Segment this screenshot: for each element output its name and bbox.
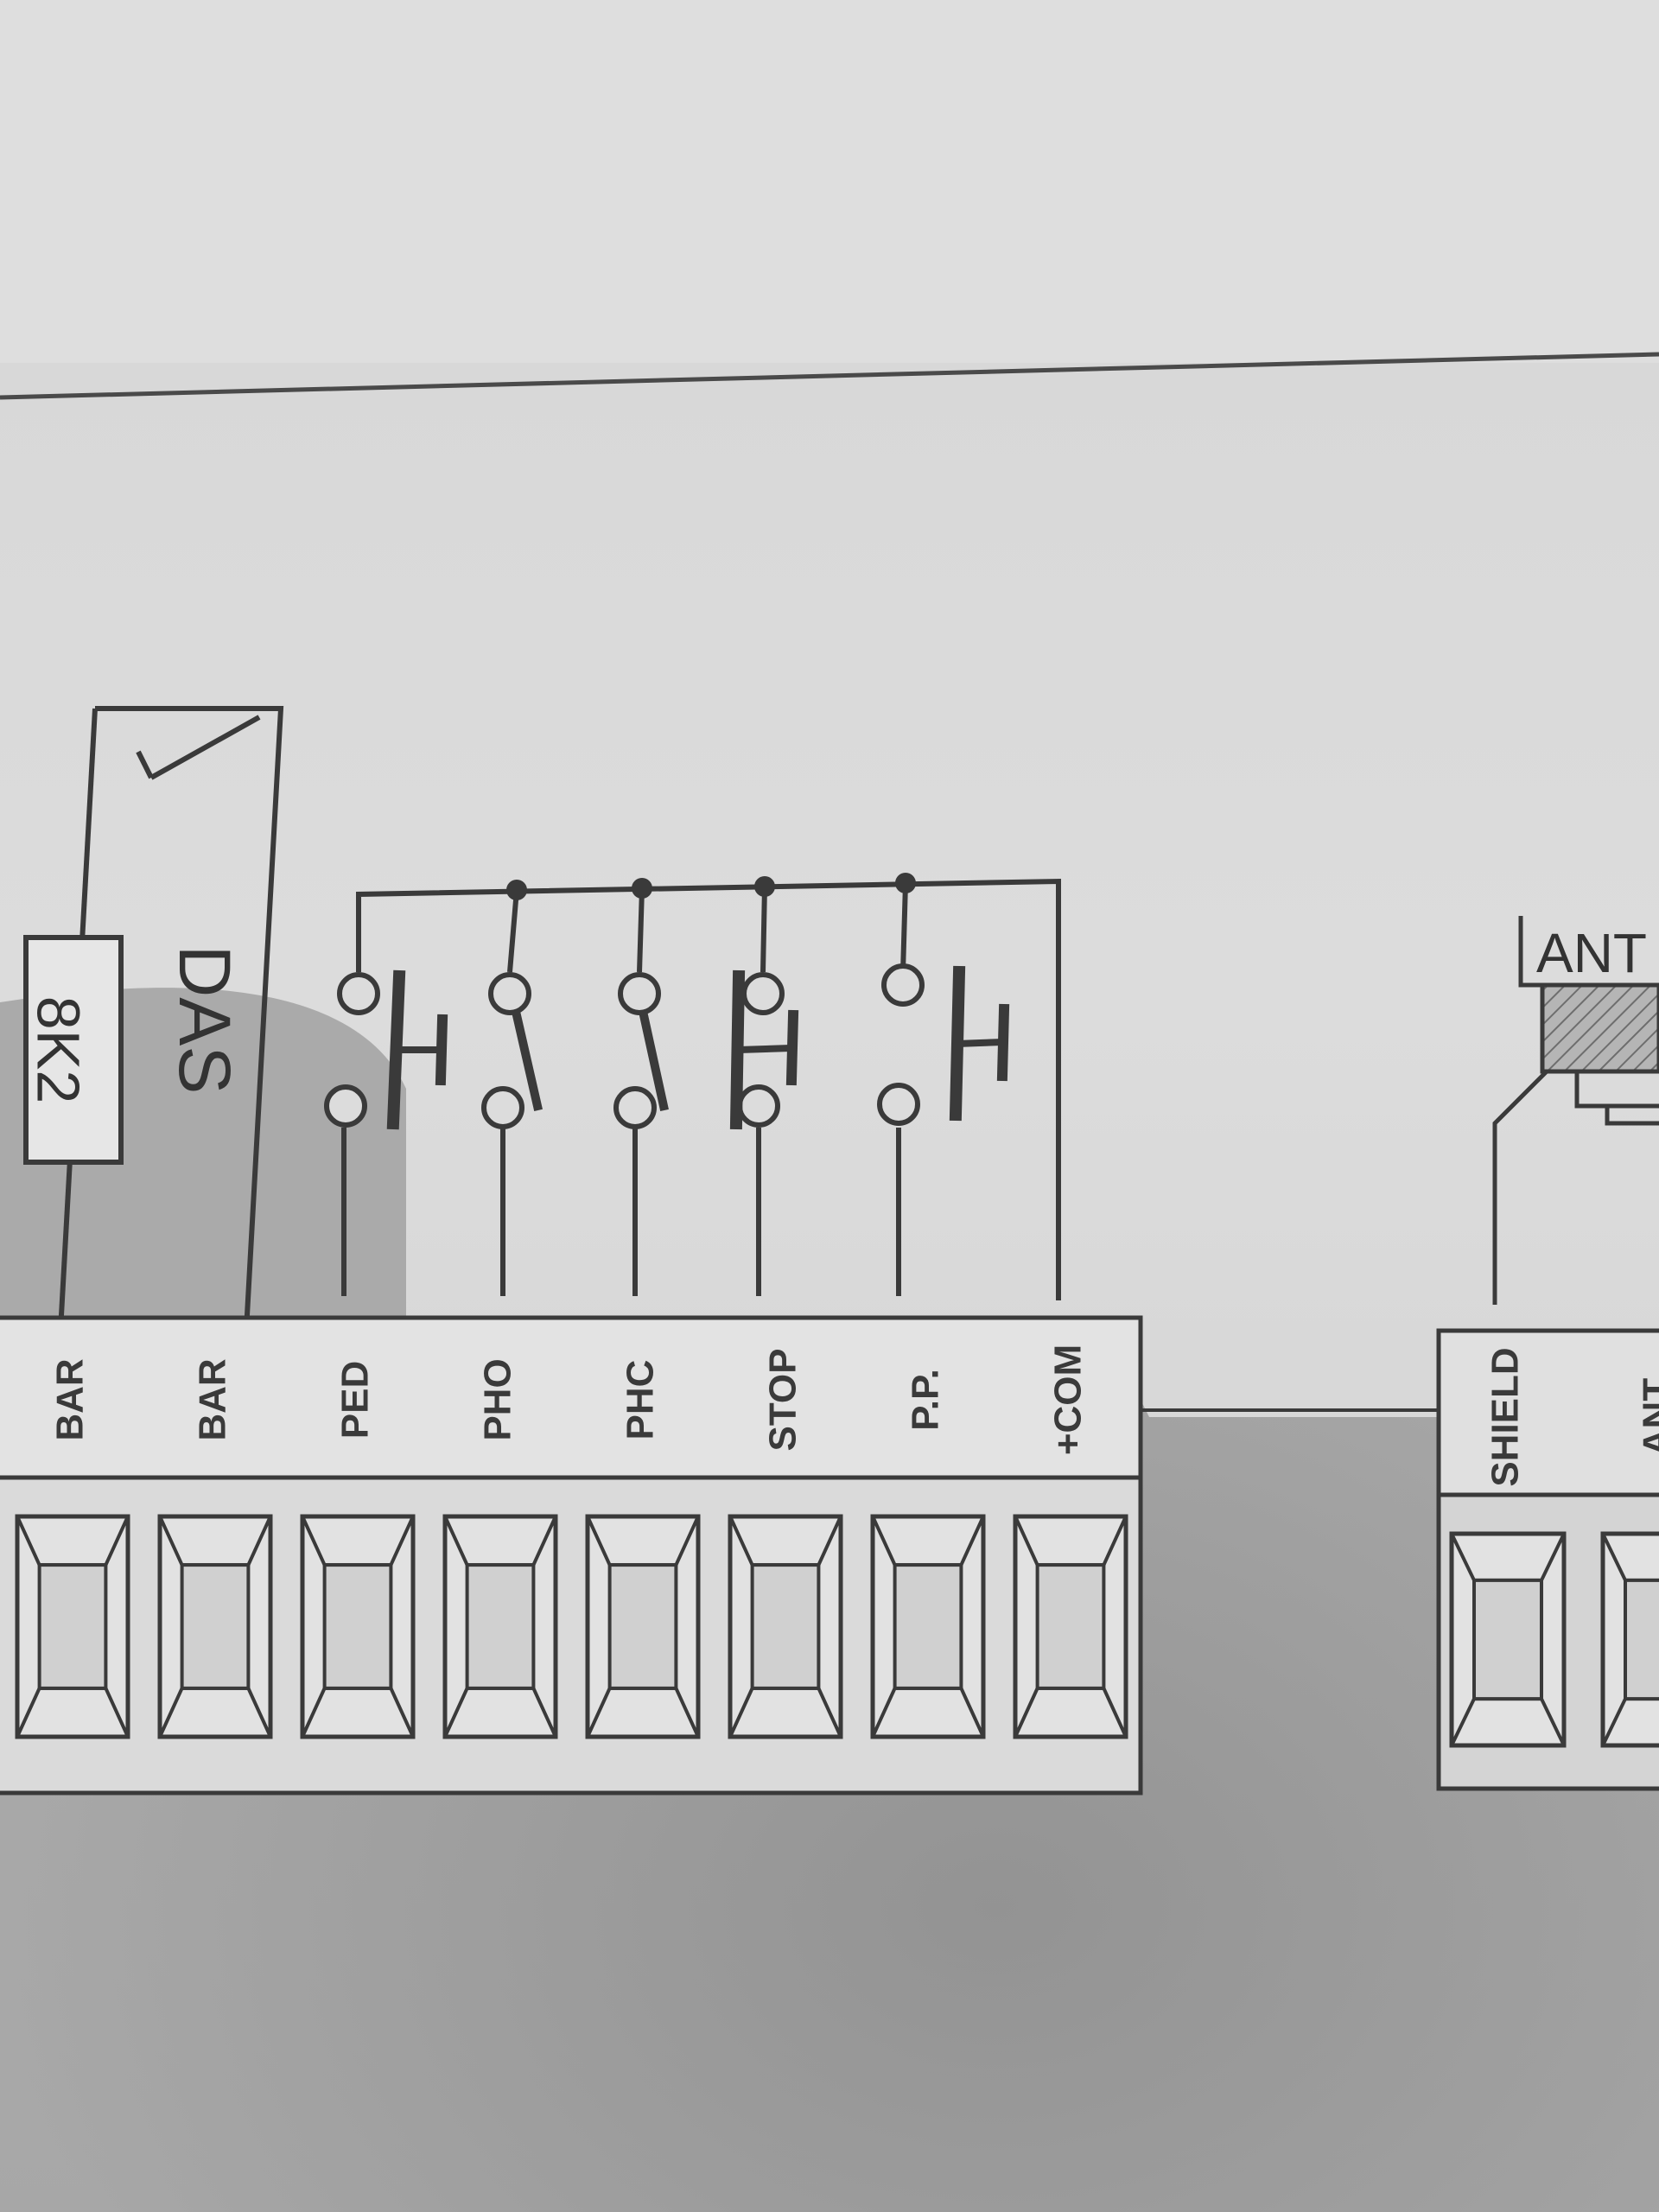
terminal-screw-6 xyxy=(870,1514,986,1739)
resistor-box xyxy=(23,935,124,1165)
pp-switch-symbol xyxy=(949,965,1010,1122)
right-terminal-labels: SHIELD ANT xyxy=(1484,1347,1659,1486)
right-terminal-label-1: ANT xyxy=(1636,1378,1659,1457)
right-terminal-screw-0 xyxy=(1449,1531,1567,1748)
right-terminal-label-0: SHIELD xyxy=(1484,1347,1527,1486)
right-terminal-screws xyxy=(1449,1531,1659,1748)
safety-edge-label: DAS xyxy=(164,945,245,1095)
terminal-label-0: BAR xyxy=(49,1358,92,1440)
terminal-labels: BAR BAR PED PHO PHC STOP P.P. +COM xyxy=(49,1344,1090,1455)
right-terminal-screw-1 xyxy=(1600,1531,1659,1748)
terminal-label-7: +COM xyxy=(1047,1344,1090,1455)
terminal-screw-7 xyxy=(1013,1514,1128,1739)
terminal-screw-2 xyxy=(300,1514,416,1739)
terminal-screw-0 xyxy=(15,1514,130,1739)
terminal-screw-1 xyxy=(157,1514,273,1739)
terminal-screws xyxy=(15,1514,1128,1739)
terminal-label-5: STOP xyxy=(762,1348,804,1451)
ped-switch-symbol xyxy=(386,969,448,1130)
terminal-label-2: PED xyxy=(334,1361,377,1439)
phc-switch-symbol xyxy=(639,1010,669,1111)
terminal-label-3: PHO xyxy=(477,1358,519,1440)
terminal-screw-3 xyxy=(442,1514,558,1739)
resistor-label: 8K2 xyxy=(25,996,92,1104)
antenna-label: ANT xyxy=(1536,922,1647,984)
antenna-symbol xyxy=(1492,916,1659,1305)
junction-dots xyxy=(506,873,916,900)
upper-sheet xyxy=(0,0,1659,363)
terminal-label-1: BAR xyxy=(192,1358,234,1440)
terminal-label-4: PHC xyxy=(620,1360,662,1440)
terminal-screw-4 xyxy=(585,1514,701,1739)
stop-switch-symbol xyxy=(729,969,799,1130)
fold-line xyxy=(0,352,1659,400)
pho-switch-symbol xyxy=(512,1010,543,1111)
terminal-block-label-strip xyxy=(0,1315,1143,1480)
switch-block xyxy=(341,878,1061,1300)
terminal-label-6: P.P. xyxy=(905,1369,947,1431)
terminal-screw-5 xyxy=(728,1514,843,1739)
